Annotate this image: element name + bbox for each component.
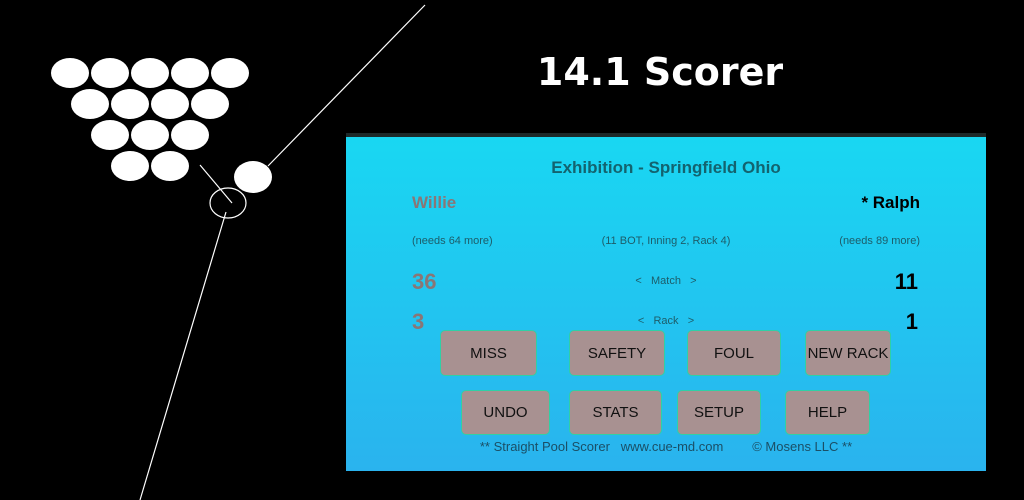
setup-button[interactable]: SETUP [677, 390, 761, 435]
player2-needs: (needs 89 more) [839, 235, 920, 247]
footer-text: ** Straight Pool Scorer www.cue-md.com ©… [479, 439, 853, 454]
miss-button[interactable]: MISS [440, 330, 537, 376]
rack-prev-button[interactable]: < [637, 315, 645, 327]
undo-button[interactable]: UNDO [461, 390, 550, 435]
player1-match-score: 36 [412, 269, 437, 294]
player2-name[interactable]: * Ralph [861, 193, 920, 212]
object-balls [51, 58, 249, 181]
app-title: 14.1 Scorer [536, 50, 784, 94]
aim-lines [139, 4, 426, 500]
match-prev-button[interactable]: < [635, 275, 642, 287]
stats-button[interactable]: STATS [569, 390, 662, 435]
cue-ball [234, 161, 272, 193]
new-rack-button[interactable]: NEW RACK [805, 330, 891, 376]
rack-nav: < Rack > [346, 315, 986, 327]
match-nav: < Match > [346, 275, 986, 287]
game-status: (11 BOT, Inning 2, Rack 4) [601, 235, 731, 247]
help-button[interactable]: HELP [785, 390, 870, 435]
safety-button[interactable]: SAFETY [569, 330, 665, 376]
match-label: Match [651, 275, 681, 287]
match-next-button[interactable]: > [690, 275, 697, 287]
match-title: Exhibition - Springfield Ohio [551, 158, 781, 177]
rack-next-button[interactable]: > [687, 315, 695, 327]
scoreboard-panel: Exhibition - Springfield Ohio Willie * R… [346, 133, 986, 471]
player2-rack-score: 1 [905, 309, 918, 334]
rack-label: Rack [653, 315, 679, 327]
player1-rack-score: 3 [412, 309, 425, 334]
foul-button[interactable]: FOUL [687, 330, 781, 376]
player1-name[interactable]: Willie [412, 193, 457, 212]
player1-needs: (needs 64 more) [412, 235, 493, 247]
player2-match-score: 11 [894, 269, 918, 294]
